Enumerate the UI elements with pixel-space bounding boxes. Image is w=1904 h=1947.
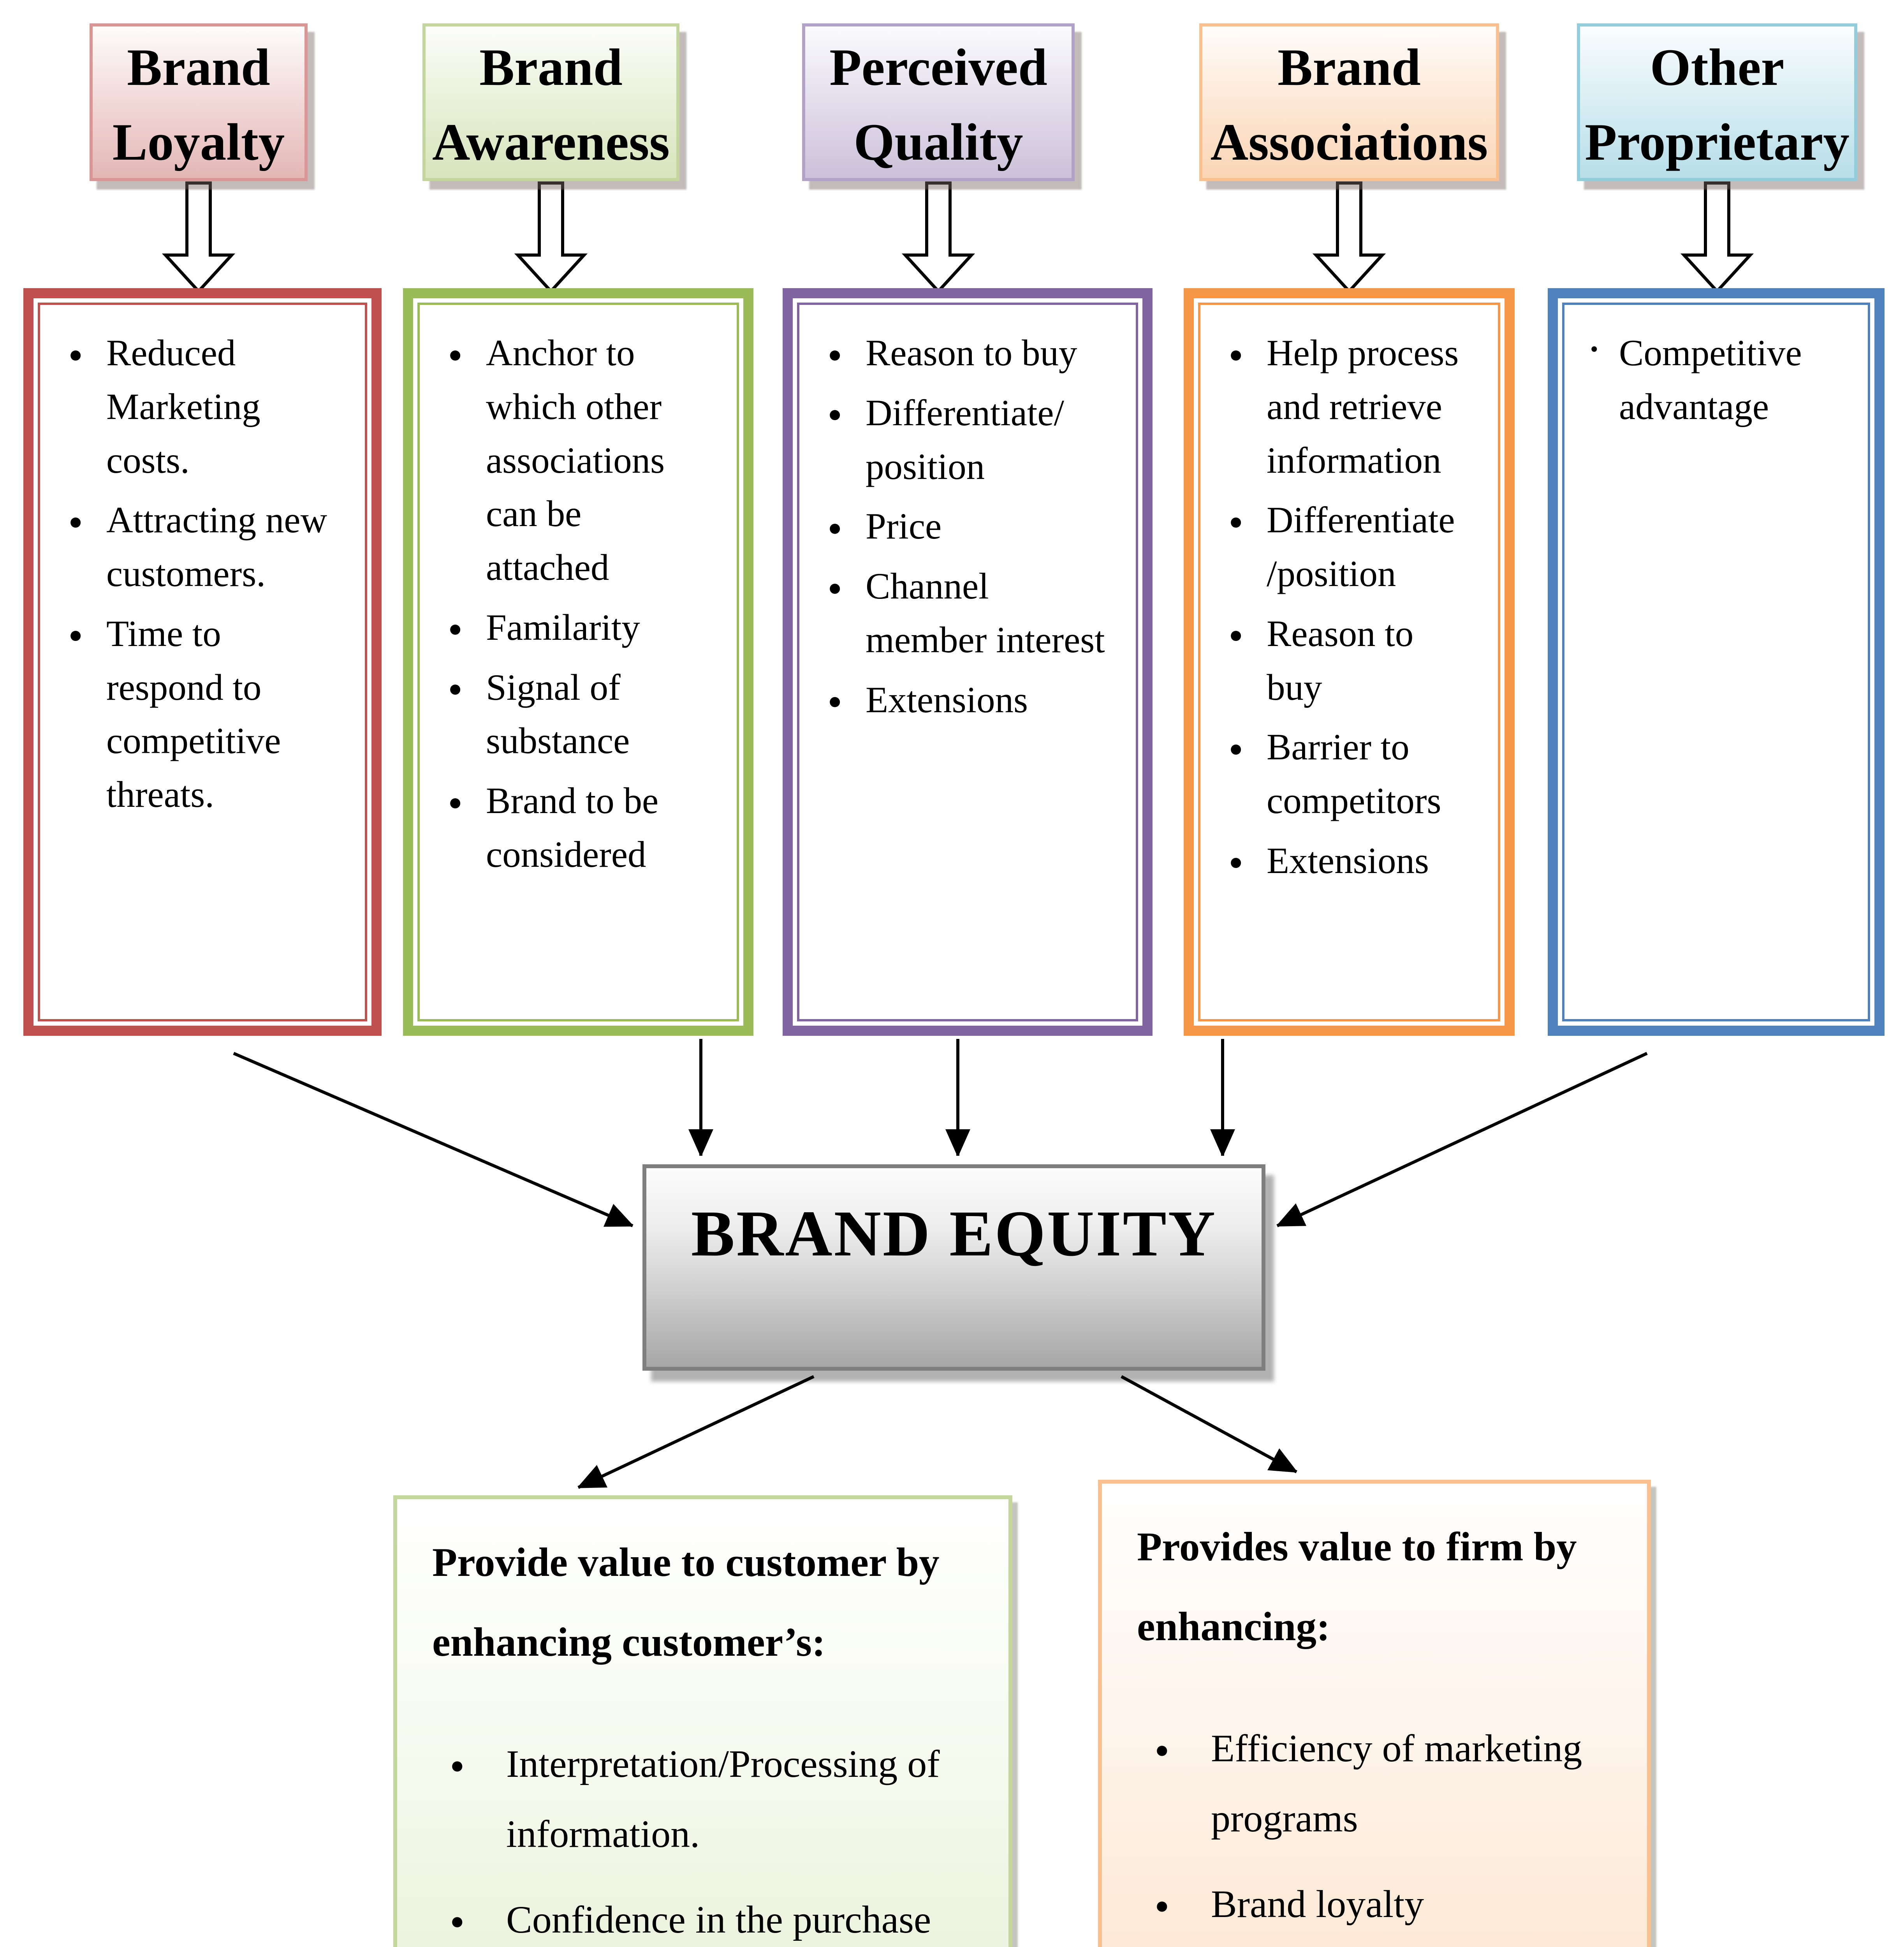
list-item: Reason to buy	[823, 325, 1112, 386]
firm-value-box: Provides value to firm by enhancing: Eff…	[1098, 1480, 1651, 1947]
customer-value-heading: Provide value to customer by enhancing c…	[432, 1539, 940, 1665]
arrow-equity-to-customer-value	[578, 1375, 815, 1489]
list-item: Time to respond to competitive threats.	[63, 605, 341, 822]
arrow-loyalty-to-equity	[233, 1052, 633, 1227]
header-label: Brand	[479, 39, 623, 97]
header-label: Other	[1650, 39, 1784, 97]
detail-list: Competitive advantage	[1562, 303, 1870, 1021]
arrow-proprietary-to-equity	[1277, 1052, 1648, 1227]
list-item: Differentiate/ position	[823, 384, 1112, 494]
list-item: Reason to buy	[1224, 605, 1475, 715]
list-item: Extensions	[823, 671, 1112, 733]
header-label: Loyalty	[112, 113, 285, 171]
header-box-brand-loyalty: Brand Loyalty	[90, 23, 308, 181]
list-item: Attracting new customers.	[63, 492, 341, 601]
block-arrow-other-proprietary	[1680, 181, 1754, 294]
list-item: Efficiency of marketing programs	[1137, 1712, 1624, 1854]
header-box-other-proprietary: Other Proprietary	[1577, 23, 1857, 181]
header-label: Awareness	[432, 113, 670, 171]
detail-list: Anchor to which other associations can b…	[417, 303, 739, 1021]
block-arrow-brand-associations	[1312, 181, 1386, 294]
list-item: Brand to be considered	[443, 773, 713, 882]
list-item: Interpretation/Processing of information…	[432, 1728, 985, 1869]
header-box-brand-associations: Brand Associations	[1199, 23, 1499, 181]
list-item: Differentiate /position	[1224, 492, 1475, 601]
detail-box-brand-associations: Help process and retrieve information Di…	[1184, 288, 1515, 1036]
list-item: Anchor to which other associations can b…	[443, 325, 713, 595]
header-label: Brand	[127, 39, 270, 97]
list-item: Signal of substance	[443, 659, 713, 768]
list-item: Competitive advantage	[1588, 326, 1844, 434]
header-label: Quality	[853, 113, 1023, 171]
list-item: Extensions	[1224, 832, 1475, 894]
block-arrow-brand-loyalty	[162, 181, 236, 294]
brand-equity-box: BRAND EQUITY	[642, 1164, 1265, 1371]
detail-box-brand-loyalty: Reduced Marketing costs. Attracting new …	[23, 288, 382, 1036]
customer-value-box: Provide value to customer by enhancing c…	[393, 1495, 1012, 1947]
header-label: Associations	[1210, 113, 1488, 171]
list-item: Reduced Marketing costs.	[63, 325, 341, 487]
detail-list: Help process and retrieve information Di…	[1198, 303, 1500, 1021]
list-item: Price	[823, 498, 1112, 560]
header-box-perceived-quality: Perceived Quality	[802, 23, 1075, 181]
arrow-equity-to-firm-value	[1121, 1375, 1297, 1473]
list-item: Confidence in the purchase decision.	[432, 1884, 985, 1947]
detail-list: Reduced Marketing costs. Attracting new …	[38, 303, 367, 1021]
header-label: Brand	[1278, 39, 1421, 97]
block-arrow-perceived-quality	[901, 181, 975, 294]
header-box-brand-awareness: Brand Awareness	[422, 23, 679, 181]
detail-box-brand-awareness: Anchor to which other associations can b…	[403, 288, 753, 1036]
detail-box-other-proprietary: Competitive advantage	[1548, 288, 1885, 1036]
detail-box-perceived-quality: Reason to buy Differentiate/ position Pr…	[783, 288, 1153, 1036]
firm-value-heading: Provides value to firm by enhancing:	[1137, 1524, 1577, 1649]
brand-equity-label: BRAND EQUITY	[691, 1197, 1217, 1270]
block-arrow-brand-awareness	[514, 181, 588, 294]
list-item: Brand loyalty	[1137, 1868, 1624, 1945]
list-item: Familarity	[443, 599, 713, 660]
detail-list: Reason to buy Differentiate/ position Pr…	[797, 303, 1138, 1021]
list-item: Help process and retrieve information	[1224, 325, 1475, 487]
header-label: Perceived	[829, 39, 1047, 97]
list-item: Channel member interest	[823, 558, 1112, 667]
list-item: Barrier to competitors	[1224, 719, 1475, 828]
header-label: Proprietary	[1585, 113, 1849, 171]
